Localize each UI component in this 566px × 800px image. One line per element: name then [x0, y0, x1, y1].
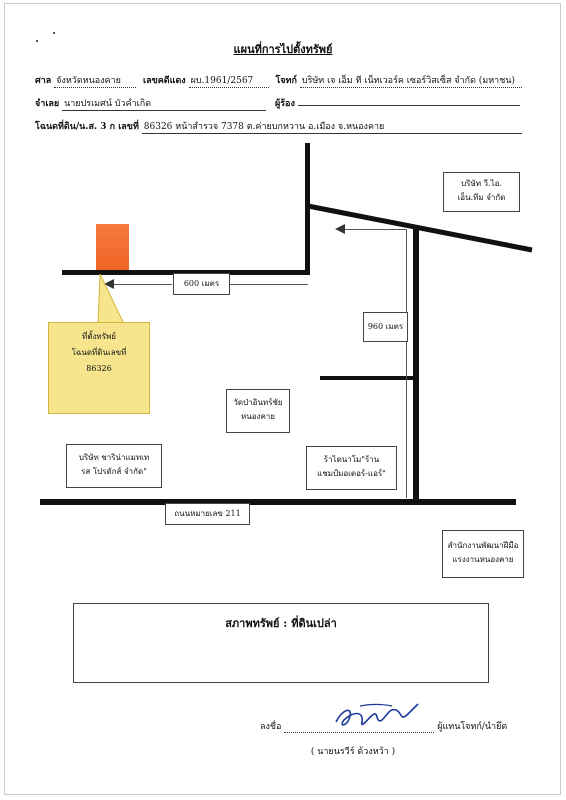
road-vertical-left	[305, 143, 310, 275]
landmark-company-top-line-1: บริษัท วี.ไอ.	[461, 179, 502, 188]
defendant-label: จำเลย	[35, 99, 60, 109]
claimant-value	[297, 105, 520, 106]
landmark-company-bottom-line-1: บริษัท ชาริน่าแมทเท	[78, 453, 150, 462]
deed-label: โฉนดที่ดิน/น.ส. 3 ก เลขที่	[35, 122, 139, 132]
arrow-left-icon	[104, 279, 114, 289]
header-row-deed: โฉนดที่ดิน/น.ส. 3 ก เลขที่ 86326 หน้าสำร…	[35, 119, 522, 134]
landmark-shop-line-1: ร้าไดนาโม"ร้าน	[323, 455, 380, 464]
property-status: สภาพทรัพย์ : ที่ดินเปล่า	[74, 614, 488, 632]
road-name-label: ถนนหมายเลข 211	[165, 503, 250, 525]
route-guide-vertical	[406, 230, 407, 498]
callout-line-2: โฉนดที่ดินเลขที่	[71, 348, 127, 357]
route-guide-horizontal	[340, 229, 407, 230]
sign-label: ลงชื่อ	[260, 722, 282, 732]
signature-row: ลงชื่อ ผู้แทนโจทก์/นำยึด	[260, 719, 507, 733]
landmark-company-bottom-line-2: รส โปรดักส์ จำกัด"	[81, 467, 147, 476]
case-label: เลขคดีแดง	[143, 76, 186, 86]
road-left-horizontal	[62, 270, 310, 275]
status-value: ที่ดินเปล่า	[291, 617, 337, 630]
landmark-temple-line-1: วัดป่าอินทร์ชัย	[233, 398, 283, 407]
landmark-office-line-2: แรงงานหนองคาย	[452, 555, 514, 564]
deed-value: 86326 หน้าสำรวจ 7378 ต.ค่ายบกหวาน อ.เมือ…	[141, 119, 522, 134]
distance-label-960: 960 เมตร	[363, 312, 408, 342]
landmark-company-bottom: บริษัท ชาริน่าแมทเท รส โปรดักส์ จำกัด"	[66, 444, 162, 488]
scan-dot	[36, 40, 38, 42]
landmark-company-top: บริษัท วี.ไอ. เอ็น.ทีม จำกัด	[443, 172, 520, 212]
landmark-company-top-line-2: เอ็น.ทีม จำกัด	[457, 193, 506, 202]
page-title: แผนที่การไปตั้งทรัพย์	[233, 43, 333, 56]
road-name-text: ถนนหมายเลข 211	[174, 509, 241, 518]
claimant-label: ผู้ร้อง	[274, 99, 295, 109]
road-vertical-main	[413, 226, 419, 502]
landmark-temple-line-2: หนองคาย	[241, 412, 275, 421]
route-guide-600	[108, 284, 172, 285]
sign-role: ผู้แทนโจทก์/นำยึด	[437, 722, 508, 732]
landmark-office-line-1: สำนักงานพัฒนาฝีมือ	[447, 541, 519, 550]
callout-line-3: 86326	[86, 364, 112, 373]
property-callout: ที่ตั้งทรัพย์ โฉนดที่ดินเลขที่ 86326	[48, 322, 150, 414]
distance-600-text: 600 เมตร	[183, 279, 220, 288]
property-status-box: สภาพทรัพย์ : ที่ดินเปล่า	[73, 603, 489, 683]
distance-960-text: 960 เมตร	[367, 322, 404, 331]
road-211	[40, 499, 516, 505]
landmark-shop-line-2: แชมป์มอเตอร์-แอร์"	[317, 469, 386, 478]
defendant-value: นายปรเมศน์ บัวคำเกิด	[62, 96, 267, 111]
court-label: ศาล	[35, 76, 52, 86]
court-value: จังหวัดหนองคาย	[54, 73, 137, 88]
callout-line-1: ที่ตั้งทรัพย์	[82, 332, 116, 341]
property-marker	[96, 224, 129, 270]
landmark-office: สำนักงานพัฒนาฝีมือ แรงงานหนองคาย	[442, 530, 524, 578]
road-temple-branch	[320, 376, 415, 380]
header-row-defendant: จำเลย นายปรเมศน์ บัวคำเกิด ผู้ร้อง	[35, 96, 520, 111]
distance-label-600: 600 เมตร	[173, 273, 230, 295]
case-value: ผบ.1961/2567	[188, 73, 269, 88]
route-guide-600-right	[230, 284, 308, 285]
handwritten-signature	[335, 703, 419, 726]
landmark-shop: ร้าไดนาโม"ร้าน แชมป์มอเตอร์-แอร์"	[306, 446, 397, 490]
status-label: สภาพทรัพย์ :	[225, 617, 288, 630]
signature-line	[284, 722, 435, 733]
arrow-left-icon	[335, 224, 345, 234]
plaintiff-label: โจทก์	[275, 76, 297, 86]
scan-dot	[53, 32, 55, 34]
landmark-temple: วัดป่าอินทร์ชัย หนองคาย	[226, 389, 290, 433]
signer-name: ( นายนรวีร์ ด้วงหว้า )	[310, 747, 396, 757]
plaintiff-value: บริษัท เจ เอ็ม ที เน็ทเวอร์ค เซอร์วิสเซ็…	[299, 73, 522, 88]
header-row-court: ศาล จังหวัดหนองคาย เลขคดีแดง ผบ.1961/256…	[35, 73, 522, 88]
page-border	[4, 3, 561, 795]
